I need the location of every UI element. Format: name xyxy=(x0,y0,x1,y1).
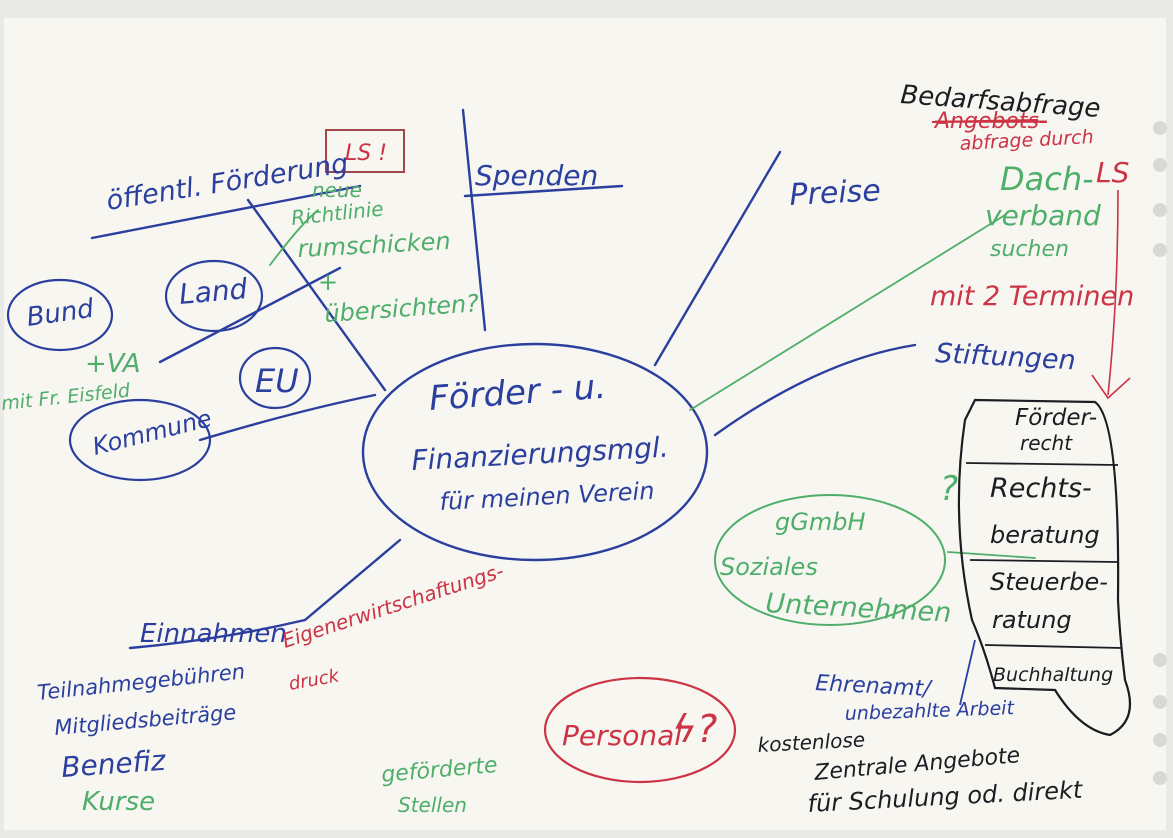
eu-circle xyxy=(238,346,312,410)
services-item4: Buchhaltung xyxy=(993,664,1113,686)
ggmbh-line2: Soziales xyxy=(720,553,818,581)
bedarf-strike xyxy=(931,119,1039,123)
paper-sheet xyxy=(4,18,1166,830)
ehrenamt-line1: Ehrenamt/ xyxy=(815,671,934,702)
richtlinie-line4: + xyxy=(318,268,338,296)
personal-circle xyxy=(543,676,737,784)
services-item3b: ratung xyxy=(992,606,1072,634)
bedarf-ls: LS xyxy=(1096,156,1129,189)
kostenlose-line1: kostenlose xyxy=(757,727,866,757)
einnahmen-kurse: Kurse xyxy=(82,787,155,817)
ls-box xyxy=(325,129,405,173)
preise-label: Preise xyxy=(789,173,882,213)
spenden-label: Spenden xyxy=(475,159,598,192)
center-ellipse xyxy=(361,342,709,562)
dach-line1: Dach- xyxy=(1000,160,1094,198)
services-item1a: Förder- xyxy=(1015,405,1097,431)
va-note: +VA xyxy=(85,349,141,379)
services-dividers xyxy=(965,462,1123,649)
services-item3a: Steuerbe- xyxy=(990,568,1108,596)
blue-branches xyxy=(90,108,917,650)
dach-line2: verband xyxy=(985,199,1101,232)
ehrenamt-line xyxy=(959,639,976,706)
land-label: Land xyxy=(178,272,249,311)
services-blob xyxy=(957,398,1132,737)
services-item1b: recht xyxy=(1020,431,1073,455)
bund-circle xyxy=(6,278,114,352)
ggmbh-circle xyxy=(714,494,946,626)
land-circle xyxy=(164,259,264,333)
gefoerderte-line2: Stellen xyxy=(398,793,467,817)
stiftungen-label: Stiftungen xyxy=(935,338,1077,376)
ggmbh-question: ? xyxy=(940,469,958,509)
einnahmen-label: Einnahmen xyxy=(140,619,287,649)
ggmbh-line1: gGmbH xyxy=(775,508,866,536)
services-item2b: beratung xyxy=(990,521,1100,549)
ls-box-label: LS ! xyxy=(345,141,387,166)
kommune-circle xyxy=(68,398,212,482)
einnahmen-item3: Benefiz xyxy=(60,744,168,784)
binder-holes xyxy=(1153,121,1167,785)
personal-sign: ϟ? xyxy=(672,707,717,751)
bedarf-arrow xyxy=(1091,189,1131,400)
eu-label: EU xyxy=(255,362,299,400)
dach-line3: suchen xyxy=(990,237,1069,262)
personal-label: Personal xyxy=(562,719,682,752)
richtlinie-line1: neue xyxy=(312,178,362,202)
services-item2a: Rechts- xyxy=(990,473,1092,504)
termine-label: mit 2 Terminen xyxy=(930,281,1134,312)
